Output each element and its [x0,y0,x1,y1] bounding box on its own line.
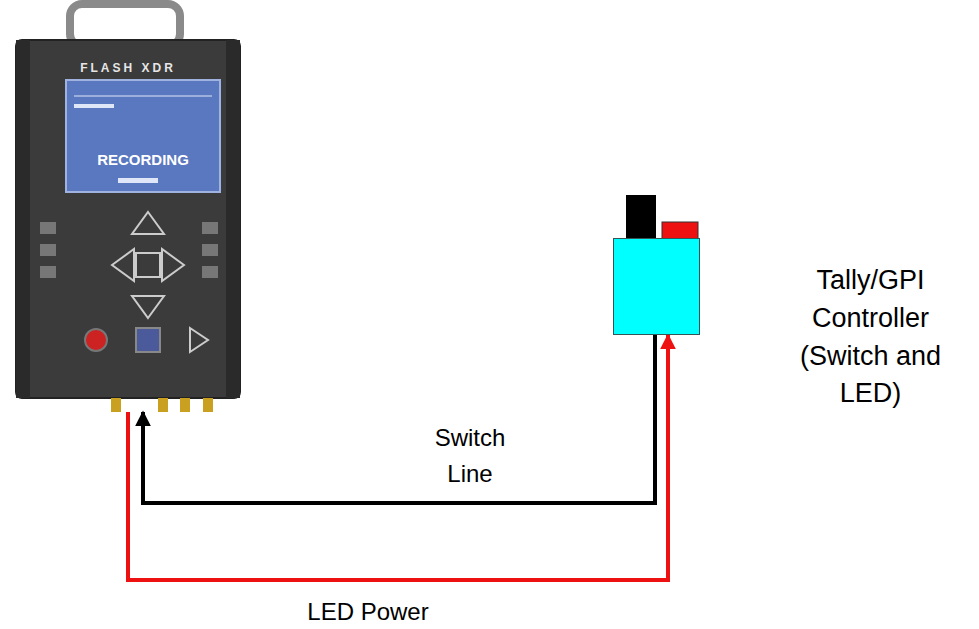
switch-line-label: Switch Line [420,420,520,492]
device-brand: FLASH XDR [16,60,240,76]
switch-button [626,195,656,240]
screen-status: RECORDING [66,150,220,170]
edge-label-holder: LED Power [298,594,438,629]
led-power-label: LED Power [298,594,438,629]
recorder-device: FLASH XDR RECORDING [8,0,248,412]
edge-label-holder: Switch Line [420,420,520,492]
tally-controller: Tally/GPI Controller (Switch and LED) [613,238,700,335]
controller-caption: Tally/GPI Controller (Switch and LED) [773,262,968,413]
